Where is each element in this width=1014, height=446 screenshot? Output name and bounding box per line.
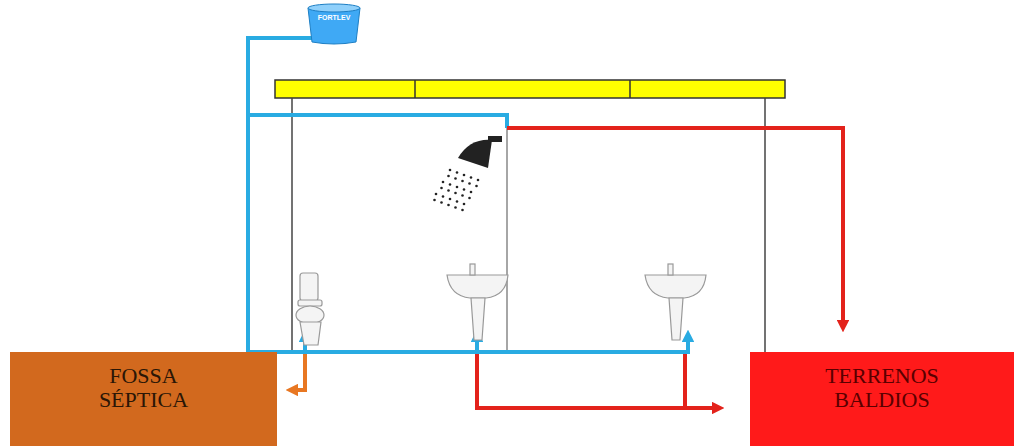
node-label: TERRENOS BALDIOS [802,352,962,412]
node-label: FORTLEV [306,2,362,22]
walls [292,98,765,352]
sewage-pipe [292,354,305,390]
tank-outline [306,2,362,46]
vacant-lots-box: TERRENOS BALDIOS [750,352,1014,446]
water-supply-pipe [248,38,690,352]
toilet-symbol [296,273,324,345]
sink-symbol [447,264,508,340]
shower-symbol [433,136,502,211]
water-tank: FORTLEV [306,2,362,46]
septic-tank-box: FOSSA SÉPTICA [10,352,277,446]
roof [275,80,785,98]
sink-symbol [645,264,706,340]
node-label: FOSSA SÉPTICA [69,352,219,412]
